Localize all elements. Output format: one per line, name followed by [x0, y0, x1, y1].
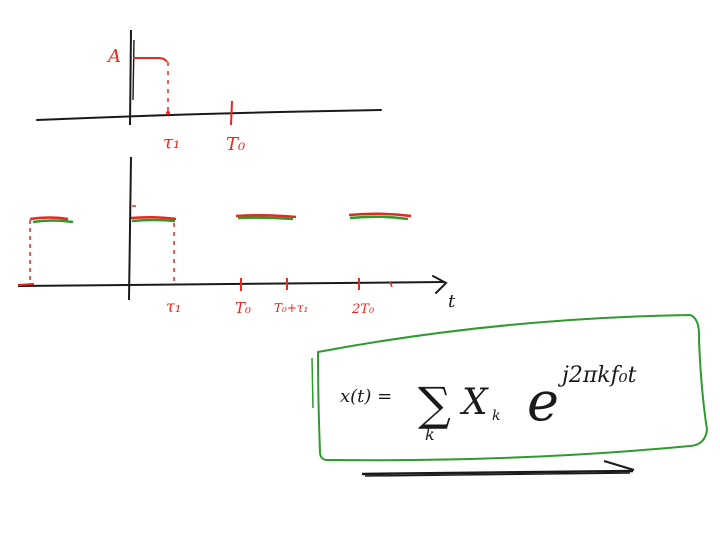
axis-label-t: t [448, 291, 456, 312]
amplitude-axis-bottom [128, 156, 132, 301]
amplitude-axis-top-2 [132, 39, 135, 101]
fourier-series-box: x(t) = ∑ k X k e j2πkf₀t [311, 313, 709, 477]
box-underline-2 [364, 472, 631, 477]
pulse-0-green [32, 219, 74, 224]
pulse-1-green [131, 218, 176, 223]
tick-mark-right [389, 281, 393, 288]
time-axis-top [36, 109, 382, 121]
formula-term: X [459, 382, 489, 423]
formula-lhs: x(t) = [340, 386, 392, 407]
pulse-2-green [237, 216, 294, 221]
amplitude-axis-top [129, 29, 132, 126]
formula-sum-index: k [425, 425, 435, 444]
pulse-3-red [348, 212, 412, 218]
box-outline [316, 313, 709, 462]
tick-label-t0-tau1-bottom: T₀+τ₁ [274, 301, 308, 315]
box-underline-1 [361, 469, 634, 476]
single-pulse-plot: A τ₁ T₀ [36, 29, 382, 155]
tau1-dot-top [166, 111, 170, 115]
formula-exponent: j2πkf₀t [557, 363, 637, 388]
pulse-top-edge [133, 57, 168, 63]
pulse-0-foot [17, 283, 35, 286]
box-inner-left-edge [311, 357, 314, 409]
pulse-0-red [29, 216, 69, 221]
tick-label-t0-top: T₀ [226, 134, 245, 155]
tick-label-t0-bottom: T₀ [235, 299, 251, 317]
tick-label-tau1-bottom: τ₁ [166, 297, 181, 316]
box-underline-arrow [603, 460, 635, 471]
pulse-3-green [349, 215, 409, 221]
time-axis-bottom [17, 281, 446, 287]
pulse-train-plot: τ₁ T₀ T₀+τ₁ 2T₀ t [17, 156, 456, 317]
formula-term-subscript: k [492, 408, 500, 424]
pulse-1-red [130, 215, 177, 221]
pulse-2-red [235, 213, 297, 219]
formula-sum-symbol: ∑ [418, 377, 451, 431]
axis-arrow-head [432, 275, 448, 294]
amplitude-label: A [106, 46, 121, 67]
tick-label-tau1-top: τ₁ [163, 132, 180, 153]
tick-label-2t0-bottom: 2T₀ [351, 302, 375, 317]
formula-exp-base: e [527, 370, 559, 433]
tick-t0-top [230, 100, 233, 126]
